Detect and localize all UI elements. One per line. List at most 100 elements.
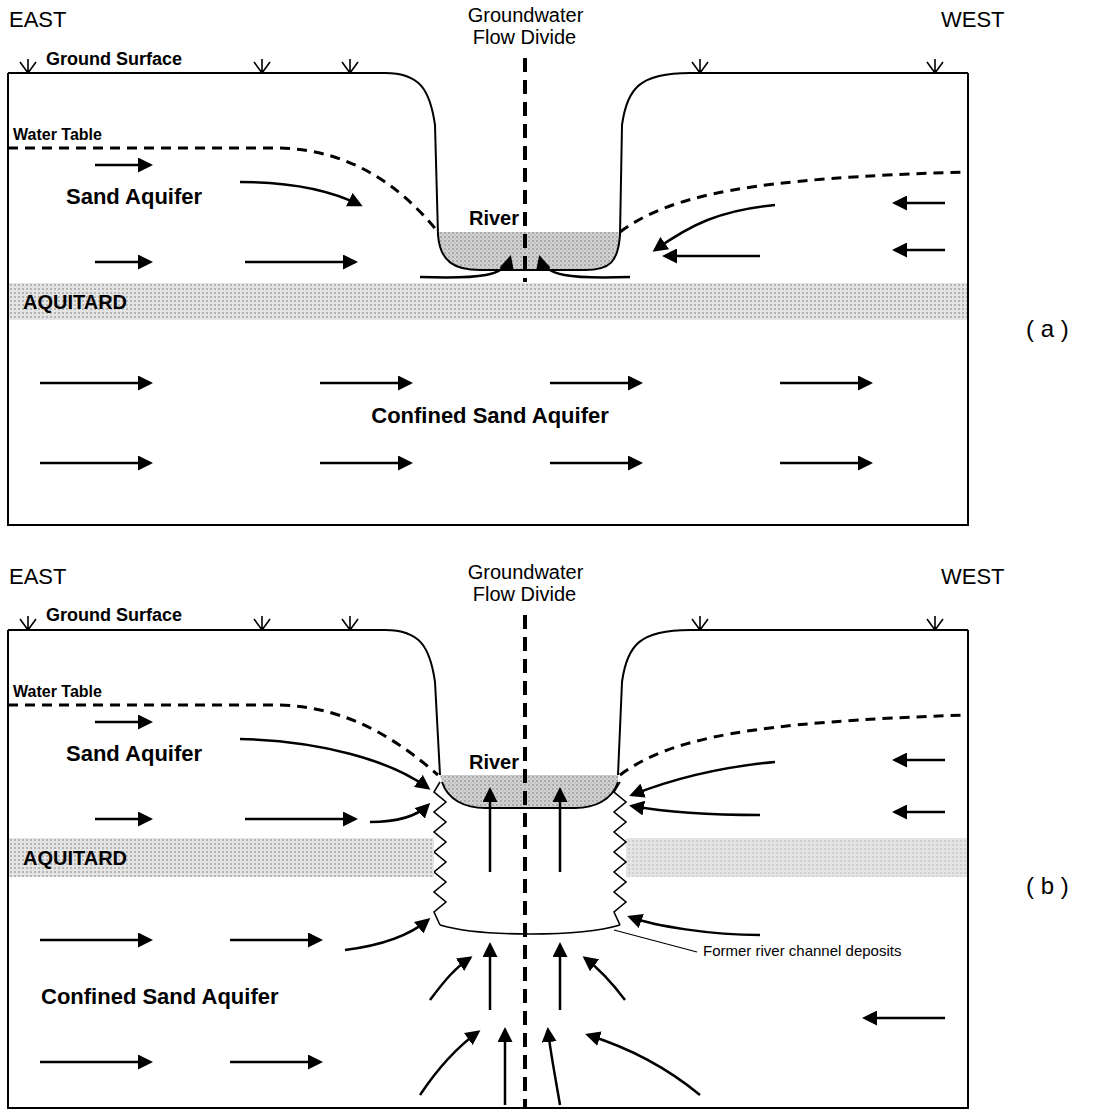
aquitard-band: AQUITARD xyxy=(9,838,434,877)
grass-symbol xyxy=(342,59,358,73)
river-water xyxy=(438,232,620,270)
flow-arrow xyxy=(420,1032,478,1095)
flow-arrow xyxy=(559,945,562,1010)
flow-arrow xyxy=(895,249,945,252)
flow-arrow xyxy=(420,258,510,278)
direction-label: WEST xyxy=(940,7,1006,32)
flow-arrow xyxy=(780,462,870,465)
channel-deposit-boundary xyxy=(440,925,620,934)
section-outline xyxy=(618,630,968,775)
aquitard-band xyxy=(626,838,967,877)
grass-symbol xyxy=(927,616,943,630)
flow-arrow xyxy=(548,1030,560,1105)
grass-symbol xyxy=(342,616,358,630)
layer-label: Sand Aquifer xyxy=(65,741,203,766)
divide-label: Groundwater Flow Divide xyxy=(467,561,584,605)
layer-label: Confined Sand Aquifer xyxy=(370,403,610,428)
flow-arrow xyxy=(665,255,760,258)
section-outline xyxy=(442,782,618,808)
flow-arrow xyxy=(895,202,945,205)
flow-arrow xyxy=(588,1035,700,1095)
direction-label: EAST xyxy=(8,564,67,589)
divide-line xyxy=(523,58,527,282)
flow-arrow xyxy=(40,939,150,942)
flow-arrow xyxy=(240,182,360,205)
flow-arrow xyxy=(245,261,355,264)
grass-symbol xyxy=(254,616,270,630)
section-outline xyxy=(8,73,968,525)
divide-line xyxy=(523,58,527,282)
river-water xyxy=(440,775,618,808)
water-table-line xyxy=(8,705,968,775)
layer-name: AQUITARD xyxy=(9,847,127,869)
flow-arrow xyxy=(245,818,355,821)
section-outline xyxy=(8,73,968,270)
flow-arrow xyxy=(489,790,492,872)
layer-label: Confined Sand Aquifer xyxy=(40,984,280,1009)
section-outline xyxy=(8,630,440,775)
flow-arrow xyxy=(632,806,760,815)
flow-arrow xyxy=(95,818,150,821)
flow-arrow xyxy=(370,805,428,822)
layer-name: AQUITARD xyxy=(9,291,127,313)
flow-arrow xyxy=(550,382,640,385)
direction-label: WEST xyxy=(940,564,1006,589)
flow-arrow xyxy=(40,722,945,1105)
water-table-label: Water Table xyxy=(12,126,103,143)
divide-label: Groundwater Flow Divide xyxy=(467,4,584,48)
flow-arrow xyxy=(230,939,320,942)
flow-arrow xyxy=(95,164,150,167)
flow-arrow xyxy=(780,382,870,385)
divide-line xyxy=(523,615,527,1108)
flow-arrow xyxy=(40,462,150,465)
flow-arrow xyxy=(320,382,410,385)
aquitard-band xyxy=(626,838,967,877)
flow-arrow xyxy=(489,945,492,1010)
water-table-line xyxy=(8,148,968,232)
surface-label: Ground Surface xyxy=(45,49,183,69)
grass-symbol xyxy=(692,59,708,73)
flow-arrow xyxy=(320,462,410,465)
flow-arrow xyxy=(559,790,562,872)
aquitard-band: AQUITARD xyxy=(9,283,967,320)
flow-arrow xyxy=(430,958,470,1000)
flow-arrow xyxy=(895,811,945,814)
leader-line xyxy=(614,930,697,952)
flow-arrow xyxy=(95,261,150,264)
surface-label: Ground Surface xyxy=(45,605,183,625)
grass-symbol xyxy=(927,59,943,73)
river-water xyxy=(438,232,620,270)
flow-arrow xyxy=(895,759,945,762)
section-outline xyxy=(8,630,968,1108)
water-table-line xyxy=(620,715,968,775)
flow-arrow xyxy=(345,920,428,950)
flow-arrow xyxy=(655,205,775,250)
panel-label: ( a ) xyxy=(1025,315,1070,342)
flow-arrow xyxy=(40,382,150,385)
flow-arrow xyxy=(504,1030,507,1105)
layer-label: Sand Aquifer xyxy=(65,184,203,209)
leader-line xyxy=(614,930,697,952)
flow-arrow xyxy=(550,462,640,465)
callout-label: Former river channel deposits xyxy=(702,942,902,959)
grass-symbol xyxy=(20,59,36,73)
flow-arrow xyxy=(630,917,760,935)
grass-symbol xyxy=(254,59,270,73)
flow-arrow xyxy=(540,258,630,278)
flow-arrow xyxy=(240,739,428,788)
channel-deposit-boundary xyxy=(434,782,626,934)
grass-symbol xyxy=(692,616,708,630)
flow-arrow xyxy=(40,1061,150,1064)
flow-arrow xyxy=(585,958,625,1000)
river-label: River xyxy=(468,207,520,229)
panel-label: ( b ) xyxy=(1025,872,1070,899)
water-table-label: Water Table xyxy=(12,683,103,700)
flow-arrow xyxy=(632,762,775,795)
river-water xyxy=(440,775,618,808)
channel-deposit-boundary xyxy=(614,782,626,925)
river-label: River xyxy=(468,751,520,773)
channel-deposit-boundary xyxy=(434,782,446,925)
water-table-line xyxy=(8,705,438,775)
flow-arrow xyxy=(230,1061,320,1064)
